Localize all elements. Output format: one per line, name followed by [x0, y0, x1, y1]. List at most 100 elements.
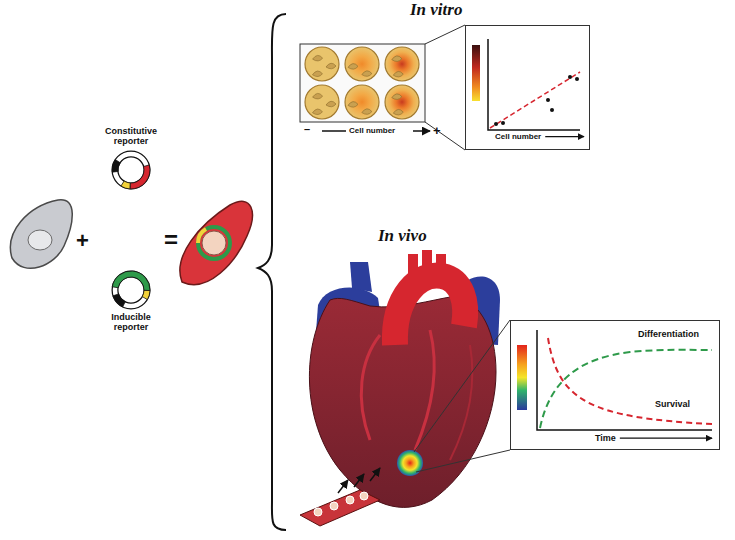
axis-label: Time	[595, 433, 616, 443]
cell-symbol	[362, 71, 372, 77]
section-title: In vivo	[378, 226, 427, 246]
well	[305, 85, 339, 119]
curve-label: Survival	[655, 399, 690, 409]
trend-line	[490, 72, 580, 128]
plasmid-segment	[121, 181, 130, 189]
operator-symbol: +	[76, 228, 89, 254]
cell-patch	[338, 480, 348, 493]
bracket	[258, 14, 286, 530]
plasmid-segment	[112, 159, 120, 172]
cell-symbol	[312, 71, 322, 77]
well	[385, 85, 419, 119]
plasmid-segment	[142, 290, 150, 299]
data-point	[550, 108, 554, 112]
data-point	[568, 75, 572, 79]
zoom-line	[414, 320, 510, 472]
heart	[350, 262, 372, 292]
cell-symbol	[348, 102, 358, 108]
cell-patch	[300, 490, 380, 526]
zoom-line	[425, 122, 465, 150]
axis-label: +	[433, 123, 441, 138]
well-plate	[413, 130, 430, 132]
cell-symbol	[348, 64, 358, 70]
graph-panel: Cell number	[465, 25, 590, 150]
well-plate	[305, 47, 419, 119]
curve-label: Differentiation	[638, 329, 699, 339]
data-point	[501, 121, 505, 125]
cell-patch	[370, 468, 380, 481]
heart	[450, 345, 472, 460]
graph-frame	[511, 321, 720, 450]
axis-arrow	[620, 438, 712, 439]
plasmid-segment	[112, 271, 150, 291]
native-cell	[28, 230, 52, 250]
heart	[408, 254, 418, 276]
graph-frame	[466, 26, 590, 150]
well	[385, 47, 419, 81]
cell-symbol	[326, 63, 336, 69]
heart	[422, 250, 432, 274]
cell-symbol	[392, 94, 402, 100]
cell-symbol	[313, 93, 323, 99]
cell-symbol	[312, 109, 322, 115]
graph-panel: DifferentiationSurvivalTime	[510, 320, 720, 450]
cell-symbol	[313, 55, 323, 61]
native-cell	[10, 200, 72, 269]
well	[345, 47, 379, 81]
color-bar	[472, 45, 480, 101]
data-point	[575, 77, 579, 81]
axis	[537, 330, 712, 430]
engineered-cell	[198, 227, 230, 259]
plasmid: Constitutive reporter	[98, 126, 166, 192]
heart	[397, 450, 423, 476]
engineered-cell	[180, 201, 252, 284]
graph-frame	[510, 320, 720, 450]
differentiation-curve	[540, 350, 712, 428]
heart	[415, 330, 434, 450]
operator-symbol: =	[164, 226, 178, 254]
cell-symbol	[393, 71, 403, 77]
zoom-line	[416, 450, 510, 472]
cell-patch	[360, 492, 368, 500]
well	[345, 85, 379, 119]
plasmid: Inducible reporter	[98, 270, 166, 340]
data-point	[546, 98, 550, 102]
plasmid-segment	[113, 294, 125, 307]
cell-patch	[354, 474, 364, 487]
well-plate	[300, 44, 430, 131]
heart	[309, 250, 500, 507]
cell-patch	[300, 468, 380, 526]
axis-label: –	[304, 123, 310, 135]
well-plate	[322, 130, 346, 132]
cell-patch	[330, 502, 338, 510]
well-plate	[300, 44, 425, 122]
zoom-line	[414, 320, 510, 452]
cell-symbol	[392, 56, 402, 62]
data-point	[494, 122, 498, 126]
axis-label: Cell number	[495, 132, 541, 141]
cell-patch	[346, 496, 354, 504]
well	[305, 47, 339, 81]
plasmid-label: Constitutive reporter	[98, 126, 164, 147]
heart	[361, 335, 380, 440]
engineered-cell	[180, 201, 252, 284]
plasmid-segment	[130, 165, 150, 189]
axis-arrow	[545, 136, 584, 137]
survival-curve	[548, 338, 712, 424]
axis-label: Cell number	[349, 126, 395, 135]
axis	[488, 39, 580, 130]
section-title: In vitro	[410, 0, 462, 20]
engineered-cell	[202, 231, 226, 255]
cell-symbol	[362, 109, 372, 115]
heart	[436, 254, 446, 276]
native-cell	[10, 200, 72, 269]
cell-symbol	[393, 109, 403, 115]
plasmid-label: Inducible reporter	[98, 312, 164, 333]
color-bar	[517, 345, 527, 410]
zoom-line	[425, 25, 465, 44]
graph-frame	[465, 25, 590, 150]
zoom-line	[425, 25, 465, 150]
cell-patch	[314, 508, 322, 516]
